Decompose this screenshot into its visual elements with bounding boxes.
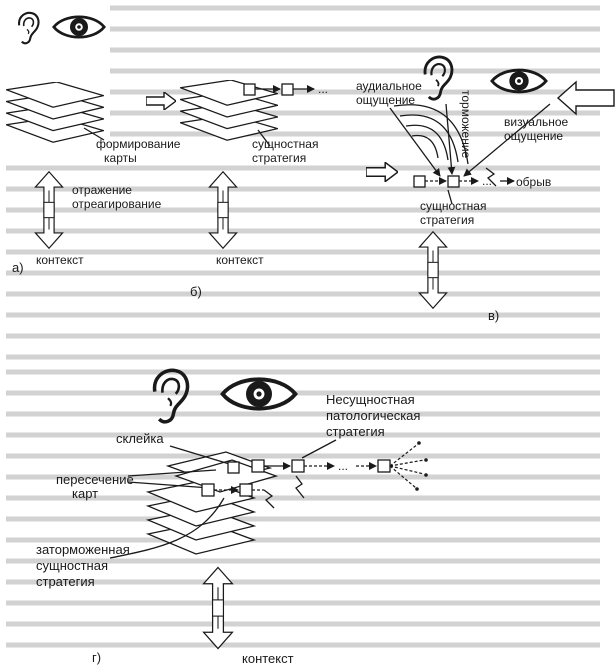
panel-a: формирование карты отражение отреагирова…	[6, 11, 181, 275]
continuation-dots: ...	[318, 82, 328, 96]
strategy-node	[447, 175, 460, 188]
strategy-node	[227, 461, 240, 474]
visual-label: визуальное	[504, 115, 569, 129]
inhibited-label-line3: стратегия	[36, 574, 95, 589]
scatter-ends	[389, 441, 428, 491]
transition-arrow-icon	[146, 92, 176, 110]
double-arrow-icon	[208, 171, 238, 249]
visual-label-line2: ощущение	[504, 129, 563, 143]
context-label: контекст	[36, 253, 84, 267]
panel-v: аудиальное ощущение визуальное ощущение …	[356, 55, 615, 323]
strategy-label: сущностная	[420, 199, 486, 213]
inhibited-leader-line	[109, 497, 225, 559]
pathological-label-line2: патологическая	[326, 408, 420, 423]
pathological-label: Несущностная	[326, 392, 415, 407]
strategy-node	[251, 459, 265, 473]
strategy-label: сущностная	[252, 137, 318, 151]
strategy-leader-line	[447, 189, 453, 205]
strategy-node	[413, 175, 426, 188]
double-arrow-icon	[202, 566, 234, 650]
panel-label: г)	[92, 650, 101, 665]
strategy-label-line2: стратегия	[420, 213, 474, 227]
audial-arrow	[389, 107, 441, 177]
context-label: контекст	[216, 253, 264, 267]
ear-icon	[423, 55, 454, 101]
reflect-label-line2: отреагирование	[72, 197, 162, 211]
map-label-line2: карты	[104, 151, 137, 165]
inhibited-label: заторможенная	[36, 542, 130, 557]
strategy-node	[281, 83, 294, 96]
double-arrow-icon	[418, 231, 448, 309]
map-intersection	[145, 451, 279, 555]
inhibition-arrow	[445, 103, 456, 175]
lightning-icon	[263, 489, 275, 509]
lightning-icon	[485, 167, 497, 187]
strategy-node	[291, 459, 305, 473]
panel-label: а)	[12, 260, 24, 275]
intersection-leader-line	[127, 481, 211, 489]
panel-label: в)	[488, 308, 499, 323]
continuation-dots: ...	[482, 174, 492, 188]
panel-g: Несущностная патологическая стратегия ск…	[36, 368, 428, 666]
visual-arrow	[463, 103, 551, 177]
eye-icon	[52, 15, 106, 39]
panel-b: ... сущностная стратегия контекст б)	[180, 80, 328, 299]
strategy-node	[201, 483, 215, 497]
map-label: формирование	[96, 137, 181, 151]
audial-label-line2: ощущение	[356, 93, 415, 107]
audial-label: аудиальное	[356, 79, 422, 93]
ear-icon	[152, 368, 190, 424]
ear-icon	[17, 11, 40, 45]
strategy-node	[377, 459, 391, 473]
intersection-label: пересечение	[56, 472, 134, 487]
reflect-label: отражение	[72, 183, 132, 197]
inhibition-label: торможение	[459, 90, 473, 159]
strategy-leader-line	[257, 129, 271, 147]
visual-input-arrow	[556, 80, 615, 116]
glue-label: склейка	[116, 431, 164, 446]
pathological-label-line3: стратегия	[326, 424, 385, 439]
break-label: обрыв	[516, 175, 551, 189]
panel-label: б)	[190, 284, 202, 299]
glue-leader-line	[169, 445, 237, 467]
double-arrow-icon	[34, 171, 64, 249]
context-label: контекст	[242, 651, 294, 666]
intersection-leader-line	[127, 469, 217, 477]
input-arrow-icon	[366, 162, 398, 182]
intersection-label-line2: карт	[72, 486, 98, 501]
eye-icon	[490, 68, 548, 94]
map-leader-line	[83, 127, 105, 141]
sound-wave-icon	[393, 104, 469, 165]
continuation-dots: ...	[338, 459, 348, 473]
lightning-icon	[295, 475, 305, 499]
strategy-label-line2: стратегия	[252, 151, 306, 165]
strategy-node	[239, 483, 253, 497]
eye-icon	[223, 379, 296, 408]
pathological-leader-line	[301, 439, 337, 459]
map-stack-icon	[6, 82, 104, 143]
strategy-node	[243, 83, 256, 96]
inhibited-label-line2: сущностная	[36, 558, 108, 573]
